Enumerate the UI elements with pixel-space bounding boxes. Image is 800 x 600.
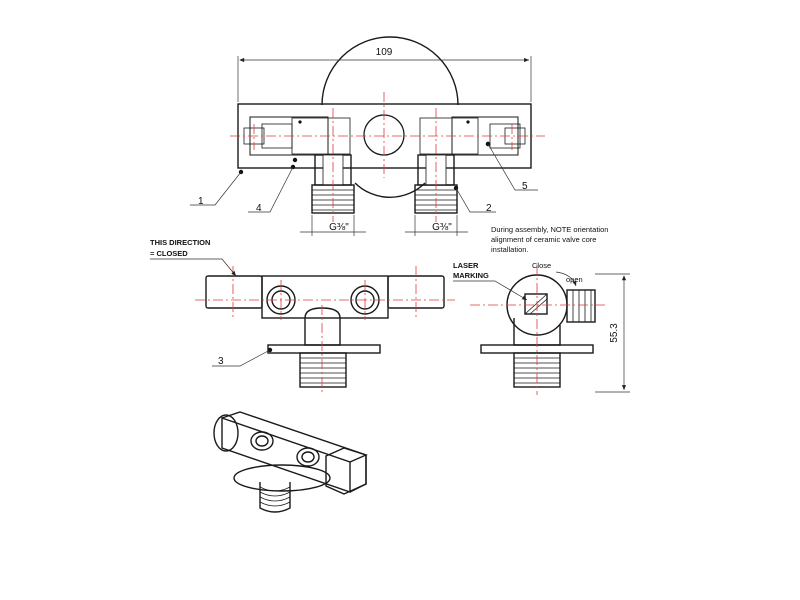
callout-3-group: 3: [212, 347, 273, 367]
callout-3: 3: [218, 356, 224, 367]
callout-2: 2: [486, 203, 492, 214]
assembly-line1: During assembly, NOTE orientation: [491, 225, 608, 234]
callouts-section: 1 4 2 5: [190, 141, 538, 214]
assembly-line3: installation.: [491, 245, 529, 254]
front-view: [195, 266, 455, 395]
thread-right-label: G⅜": [432, 222, 452, 233]
dimension-109-label: 109: [376, 47, 393, 58]
dimension-threads: G⅜" G⅜": [300, 215, 468, 236]
laser-line2: MARKING: [453, 271, 489, 280]
direction-note: THIS DIRECTION = CLOSED: [150, 238, 237, 277]
dimension-55-3-label: 55.3: [609, 323, 620, 343]
laser-marking-note: LASER MARKING: [453, 261, 528, 301]
direction-line1: THIS DIRECTION: [150, 238, 210, 247]
close-label: Close: [532, 261, 551, 270]
assembly-note: During assembly, NOTE orientation alignm…: [491, 225, 608, 287]
direction-line2: = CLOSED: [150, 249, 188, 258]
thread-left-label: G⅜": [329, 222, 349, 233]
callout-5: 5: [522, 181, 528, 192]
laser-line1: LASER: [453, 261, 479, 270]
section-view: [230, 36, 545, 222]
dimension-height: 55.3: [595, 273, 630, 393]
callout-1: 1: [198, 196, 204, 207]
dimension-overall-width: 109: [237, 47, 532, 102]
open-label: open: [566, 275, 583, 284]
isometric-view: [213, 411, 368, 513]
callout-4: 4: [256, 203, 262, 214]
assembly-line2: alignment of ceramic valve core: [491, 235, 596, 244]
side-view: [470, 265, 605, 395]
